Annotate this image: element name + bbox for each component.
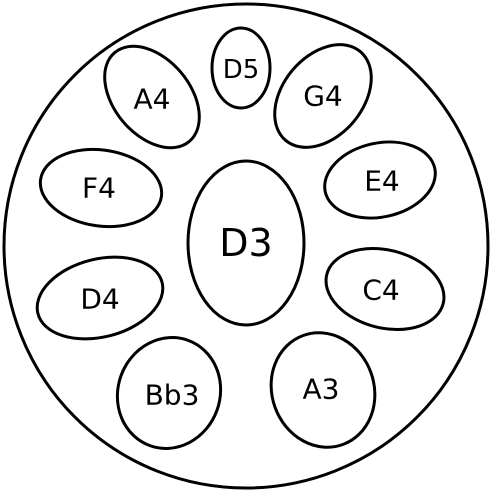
note-field-ellipse [35,255,165,341]
note-label: G4 [303,80,343,113]
note-label: E4 [364,165,400,198]
note-a4: A4 [103,44,201,150]
note-field-ellipse [186,159,306,327]
note-field-ellipse [323,140,437,220]
note-field-ellipse [269,331,377,449]
note-f4: F4 [38,147,164,229]
note-d5: D5 [210,26,272,110]
note-label: F4 [82,172,116,205]
note-field-ellipse [324,246,446,332]
note-label: D3 [219,221,272,265]
note-label: C4 [362,274,399,307]
note-label: D5 [223,55,260,85]
note-field-ellipse [273,43,373,149]
note-d3-center: D3 [186,159,306,327]
note-e4: E4 [323,140,437,220]
note-field-ellipse [115,336,223,450]
note-field-ellipse [103,44,201,150]
note-label: A3 [303,373,340,406]
note-label: Bb3 [145,379,200,412]
note-field-ellipse [38,147,164,229]
note-g4: G4 [273,43,373,149]
note-field-ellipse [210,26,272,110]
note-label: A4 [134,83,171,116]
note-bb3: Bb3 [115,336,223,450]
note-d4: D4 [35,255,165,341]
note-a3: A3 [269,331,377,449]
note-c4: C4 [324,246,446,332]
note-label: D4 [80,283,119,316]
